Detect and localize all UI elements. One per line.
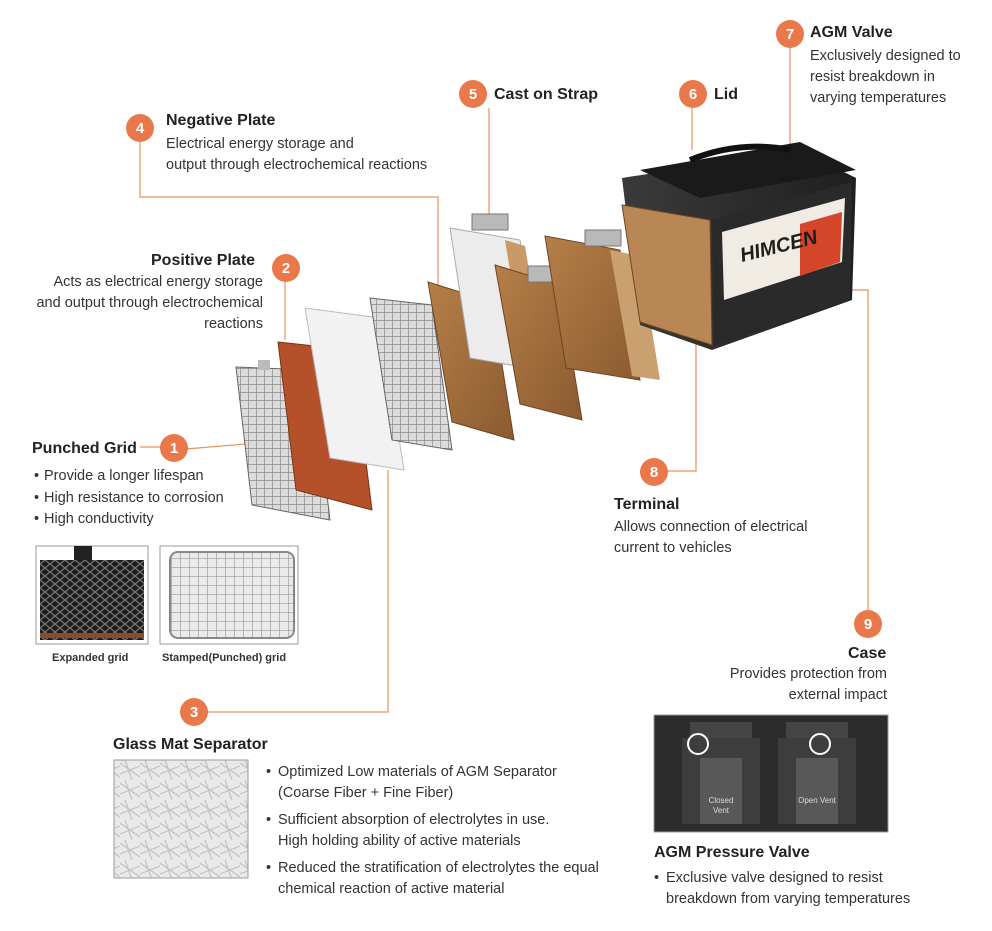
- glass-mat-bullet: Reduced the stratification of electrolyt…: [266, 858, 599, 900]
- negative-plate-desc-line: output through electrochemical reactions: [166, 157, 428, 173]
- positive-plate-desc-line: reactions: [204, 316, 263, 332]
- punched-grid-bullet: Provide a longer lifespan: [34, 466, 224, 488]
- lid-title: Lid: [714, 86, 738, 103]
- positive-plate-desc: Acts as electrical energy storage and ou…: [10, 272, 263, 335]
- case-desc-line: Provides protection from: [729, 666, 887, 682]
- terminal-desc-line: Allows connection of electrical: [614, 519, 808, 535]
- negative-plate-title: Negative Plate: [166, 112, 276, 129]
- case-desc: Provides protection from external impact: [640, 664, 887, 706]
- badge-3: 3: [180, 698, 208, 726]
- agm-valve-desc-line: varying temperatures: [810, 90, 947, 106]
- terminal-desc: Allows connection of electrical current …: [614, 517, 807, 559]
- badge-7: 7: [776, 20, 804, 48]
- case-desc-line: external impact: [788, 687, 887, 703]
- terminal-title: Terminal: [614, 496, 680, 513]
- badge-9: 9: [854, 610, 882, 638]
- pressure-valve-bullets: Exclusive valve designed to resist breakd…: [654, 868, 910, 916]
- pressure-valve-photo: [653, 714, 889, 833]
- badge-6: 6: [679, 80, 707, 108]
- battery-case-illustration: HIMCEN: [621, 142, 856, 350]
- badge-5: 5: [459, 80, 487, 108]
- pressure-valve-bullet-line: breakdown from varying temperatures: [666, 891, 911, 907]
- glass-mat-bullet-line: Sufficient absorption of electrolytes in…: [278, 812, 550, 828]
- positive-plate-desc-line: and output through electrochemical: [36, 295, 263, 311]
- positive-plate-title: Positive Plate: [151, 252, 256, 269]
- punched-grid-title: Punched Grid: [32, 440, 137, 457]
- glass-mat-photo: [113, 759, 249, 879]
- punched-grid-bullet: High resistance to corrosion: [34, 488, 224, 510]
- negative-plate-desc: Electrical energy storage and output thr…: [166, 134, 427, 176]
- terminal-desc-line: current to vehicles: [614, 540, 732, 556]
- positive-plate-desc-line: Acts as electrical energy storage: [53, 274, 263, 290]
- glass-mat-bullet: Optimized Low materials of AGM Separator…: [266, 762, 599, 804]
- badge-1: 1: [160, 434, 188, 462]
- glass-mat-bullet-line: Reduced the stratification of electrolyt…: [278, 860, 599, 876]
- negative-plate-desc-line: Electrical energy storage and: [166, 136, 354, 152]
- badge-2: 2: [272, 254, 300, 282]
- glass-mat-bullet-line: High holding ability of active materials: [278, 833, 521, 849]
- glass-mat-bullet-line: chemical reaction of active material: [278, 881, 505, 897]
- negative-grid-illustration: [369, 297, 453, 451]
- pressure-valve-title: AGM Pressure Valve: [654, 844, 810, 861]
- agm-valve-desc: Exclusively designed to resist breakdown…: [810, 46, 961, 109]
- badge-8: 8: [640, 458, 668, 486]
- agm-valve-title: AGM Valve: [810, 24, 893, 41]
- cell-block-illustration: [544, 229, 660, 381]
- punched-grid-bullets: Provide a longer lifespan High resistanc…: [34, 466, 224, 531]
- glass-mat-bullets: Optimized Low materials of AGM Separator…: [266, 762, 599, 906]
- pressure-valve-bullet: Exclusive valve designed to resist breakd…: [654, 868, 910, 910]
- punched-grid-bullet: High conductivity: [34, 509, 224, 531]
- case-title: Case: [848, 645, 887, 662]
- agm-valve-desc-line: resist breakdown in: [810, 69, 935, 85]
- stamped-grid-caption: Stamped(Punched) grid: [162, 652, 287, 664]
- glass-mat-title: Glass Mat Separator: [113, 736, 268, 753]
- glass-mat-bullet-line: Optimized Low materials of AGM Separator: [278, 764, 557, 780]
- pressure-valve-bullet-line: Exclusive valve designed to resist: [666, 870, 883, 886]
- cast-on-strap-title: Cast on Strap: [494, 86, 599, 103]
- closed-vent-label: Closed Vent: [708, 796, 734, 815]
- glass-mat-bullet: Sufficient absorption of electrolytes in…: [266, 810, 599, 852]
- open-vent-label: Open Vent: [798, 796, 836, 805]
- expanded-grid-caption: Expanded grid: [52, 652, 129, 664]
- badge-4: 4: [126, 114, 154, 142]
- agm-valve-desc-line: Exclusively designed to: [810, 48, 961, 64]
- glass-mat-bullet-line: (Coarse Fiber + Fine Fiber): [278, 785, 454, 801]
